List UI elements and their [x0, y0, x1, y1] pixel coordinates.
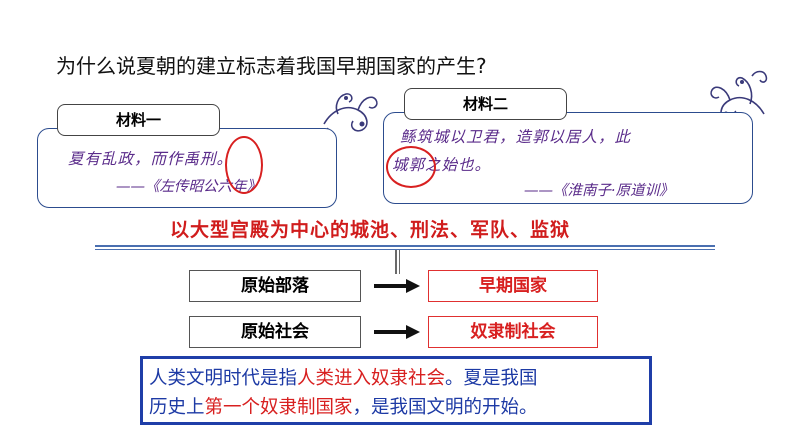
transition-from-box: 原始部落: [189, 270, 361, 302]
conclusion-text: 。夏是我国: [445, 368, 538, 389]
conclusion-text: ，是我国文明的开始。: [353, 397, 538, 418]
right-arrow-icon: [374, 325, 420, 339]
divider: [399, 250, 400, 274]
highlight-circle: [225, 136, 263, 194]
transition-to-box: 早期国家: [428, 270, 598, 302]
material-one-tab: 材料一: [57, 104, 220, 136]
material-two-tab: 材料二: [404, 88, 567, 120]
question-heading: 为什么说夏朝的建立标志着我国早期国家的产生?: [56, 50, 487, 79]
conclusion-box: 人类文明时代是指人类进入奴隶社会。夏是我国 历史上第一个奴隶制国家，是我国文明的…: [140, 356, 652, 425]
material-two-quote-line1: 鲧筑城以卫君，造郭以居人，此: [400, 125, 631, 147]
material-two-source: ——《淮南子·原道训》: [524, 179, 674, 200]
conclusion-highlight: 第一个奴隶制国家: [205, 397, 353, 418]
divider: [95, 249, 715, 250]
conclusion-text: 人类文明时代是指: [149, 368, 297, 389]
divider: [95, 245, 715, 247]
conclusion-text: 历史上: [149, 397, 205, 418]
right-arrow-icon: [374, 279, 420, 293]
divider: [395, 250, 397, 274]
transition-to-box: 奴隶制社会: [428, 316, 598, 348]
summary-line: 以大型宫殿为中心的城池、刑法、军队、监狱: [170, 215, 570, 242]
conclusion-highlight: 人类进入奴隶社会: [297, 368, 445, 389]
highlight-circle: [386, 146, 436, 188]
transition-from-box: 原始社会: [189, 316, 361, 348]
material-one-card: 夏有乱政，而作禹刑。 ——《左传昭公六年》: [37, 128, 337, 208]
material-two-card: 鲧筑城以卫君，造郭以居人，此 城郭之始也。 ——《淮南子·原道训》: [383, 112, 753, 204]
material-one-quote: 夏有乱政，而作禹刑。: [68, 147, 233, 169]
